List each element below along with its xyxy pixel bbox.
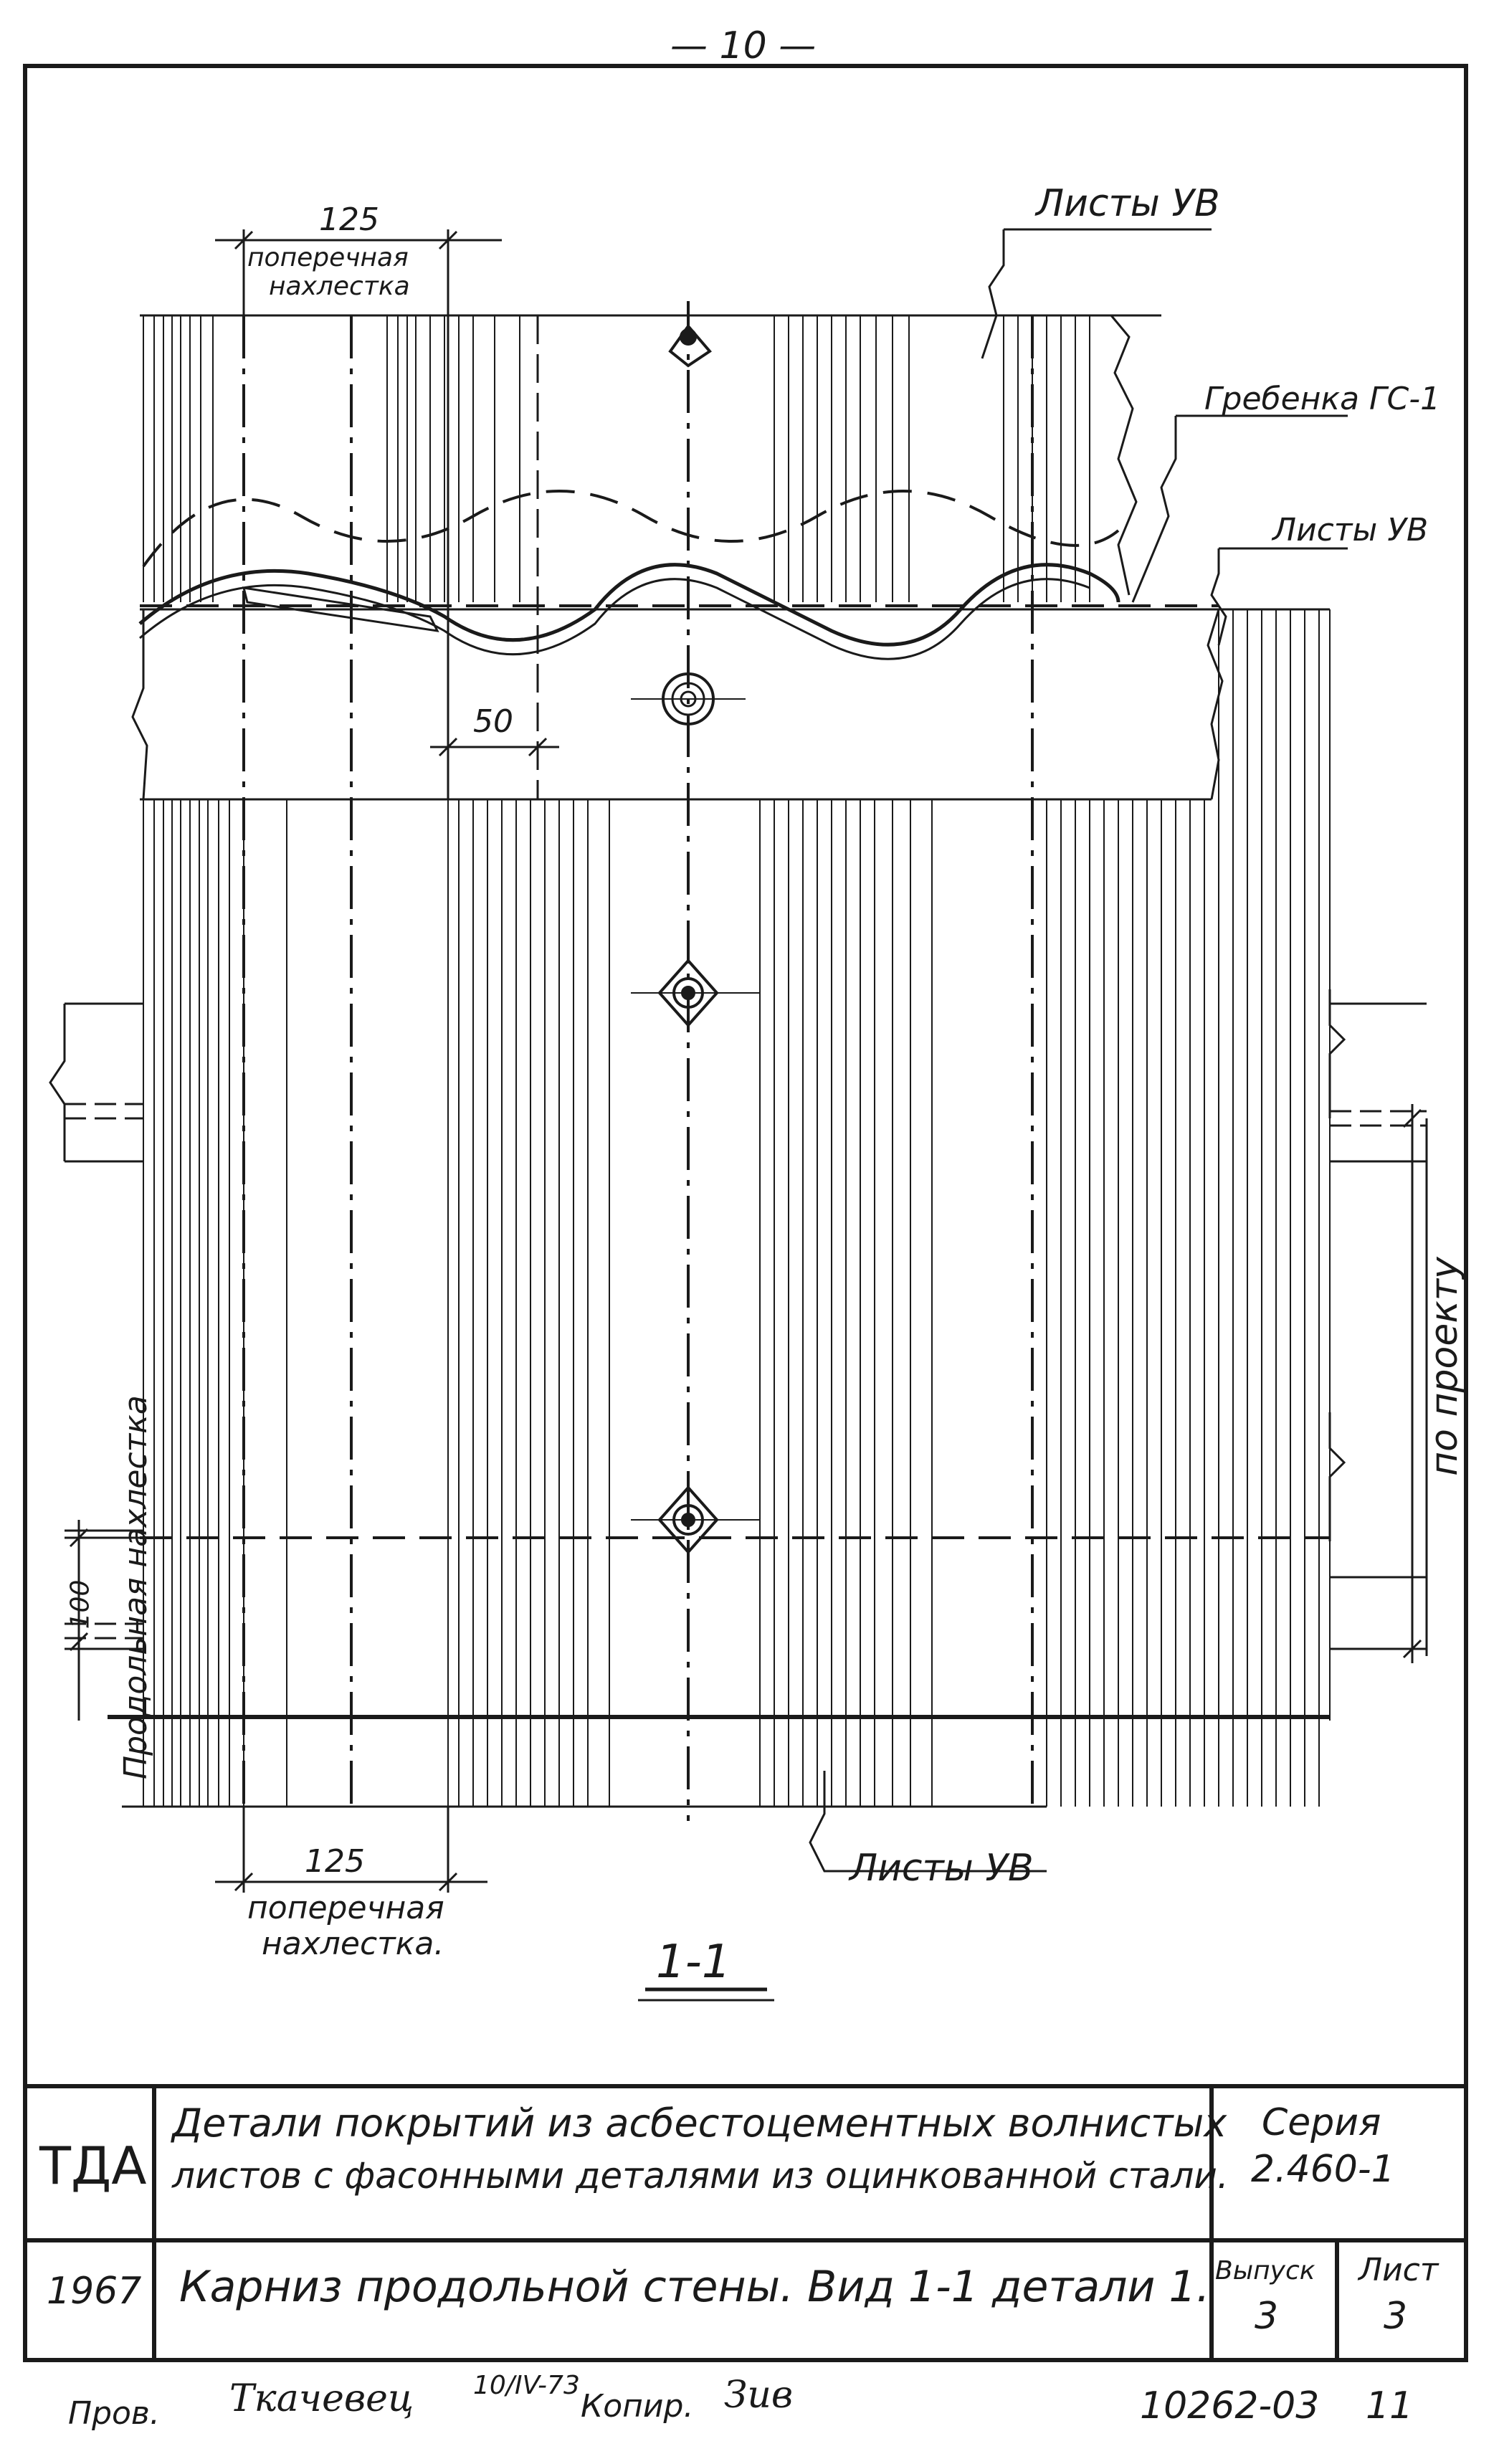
label-sheets-uv-bottom: Листы УВ bbox=[850, 1847, 1034, 1890]
title-line-1: Детали покрытий из асбестоцементных волн… bbox=[172, 2101, 1227, 2146]
left-dim-100: 100 bbox=[65, 1579, 95, 1630]
sheet-label: Лист bbox=[1358, 2252, 1439, 2288]
footer-copied-signature: Зив bbox=[724, 2374, 794, 2417]
sheet-frame bbox=[23, 64, 1468, 2362]
dim-50: 50 bbox=[473, 703, 513, 740]
bottom-dim-text-1: поперечная bbox=[247, 1890, 444, 1926]
issue-label: Выпуск bbox=[1215, 2256, 1315, 2285]
upper-sheet-hatching bbox=[143, 315, 1090, 602]
series-value: 2.460-1 bbox=[1251, 2148, 1395, 2191]
footer-doc-number: 10262-03 bbox=[1140, 2384, 1320, 2427]
bottom-dim-value: 125 bbox=[305, 1843, 365, 1880]
left-vertical-label: Продольная нахлестка bbox=[118, 1395, 154, 1779]
year: 1967 bbox=[47, 2270, 142, 2313]
footer-date: 10/IV-73 bbox=[473, 2371, 580, 2400]
label-sheets-uv-top: Листы УВ bbox=[1036, 182, 1220, 225]
sheet-value: 3 bbox=[1384, 2295, 1408, 2338]
section-mark: 1-1 bbox=[656, 1936, 731, 1989]
footer-checked: Пров. bbox=[68, 2395, 160, 2432]
top-dim-value: 125 bbox=[319, 201, 379, 238]
issue-value: 3 bbox=[1255, 2295, 1279, 2338]
footer-checked-signature: Ткачевец bbox=[229, 2377, 414, 2420]
series-label: Серия bbox=[1262, 2101, 1381, 2144]
top-dim-text-2: нахлестка bbox=[269, 272, 410, 301]
bottom-dim-text-2: нахлестка. bbox=[262, 1926, 444, 1962]
footer-copied: Копир. bbox=[581, 2388, 694, 2425]
page-number: — 10 — bbox=[670, 24, 817, 67]
lower-sheet-hatching bbox=[143, 609, 1331, 1807]
label-comb-gs1: Гребенка ГС-1 bbox=[1204, 381, 1441, 417]
title-line-2: листов с фасонными деталями из оцинкован… bbox=[172, 2155, 1229, 2197]
label-sheets-uv-right: Листы УВ bbox=[1272, 512, 1429, 548]
right-vertical-label: по проекту bbox=[1423, 1257, 1466, 1476]
title-block-frame bbox=[25, 2084, 1466, 2360]
footer-page: 11 bbox=[1366, 2384, 1414, 2427]
top-dim-text-1: поперечная bbox=[247, 243, 409, 272]
title-block-org: ТДА bbox=[39, 2136, 147, 2196]
subtitle: Карниз продольной стены. Вид 1-1 детали … bbox=[179, 2262, 1210, 2312]
